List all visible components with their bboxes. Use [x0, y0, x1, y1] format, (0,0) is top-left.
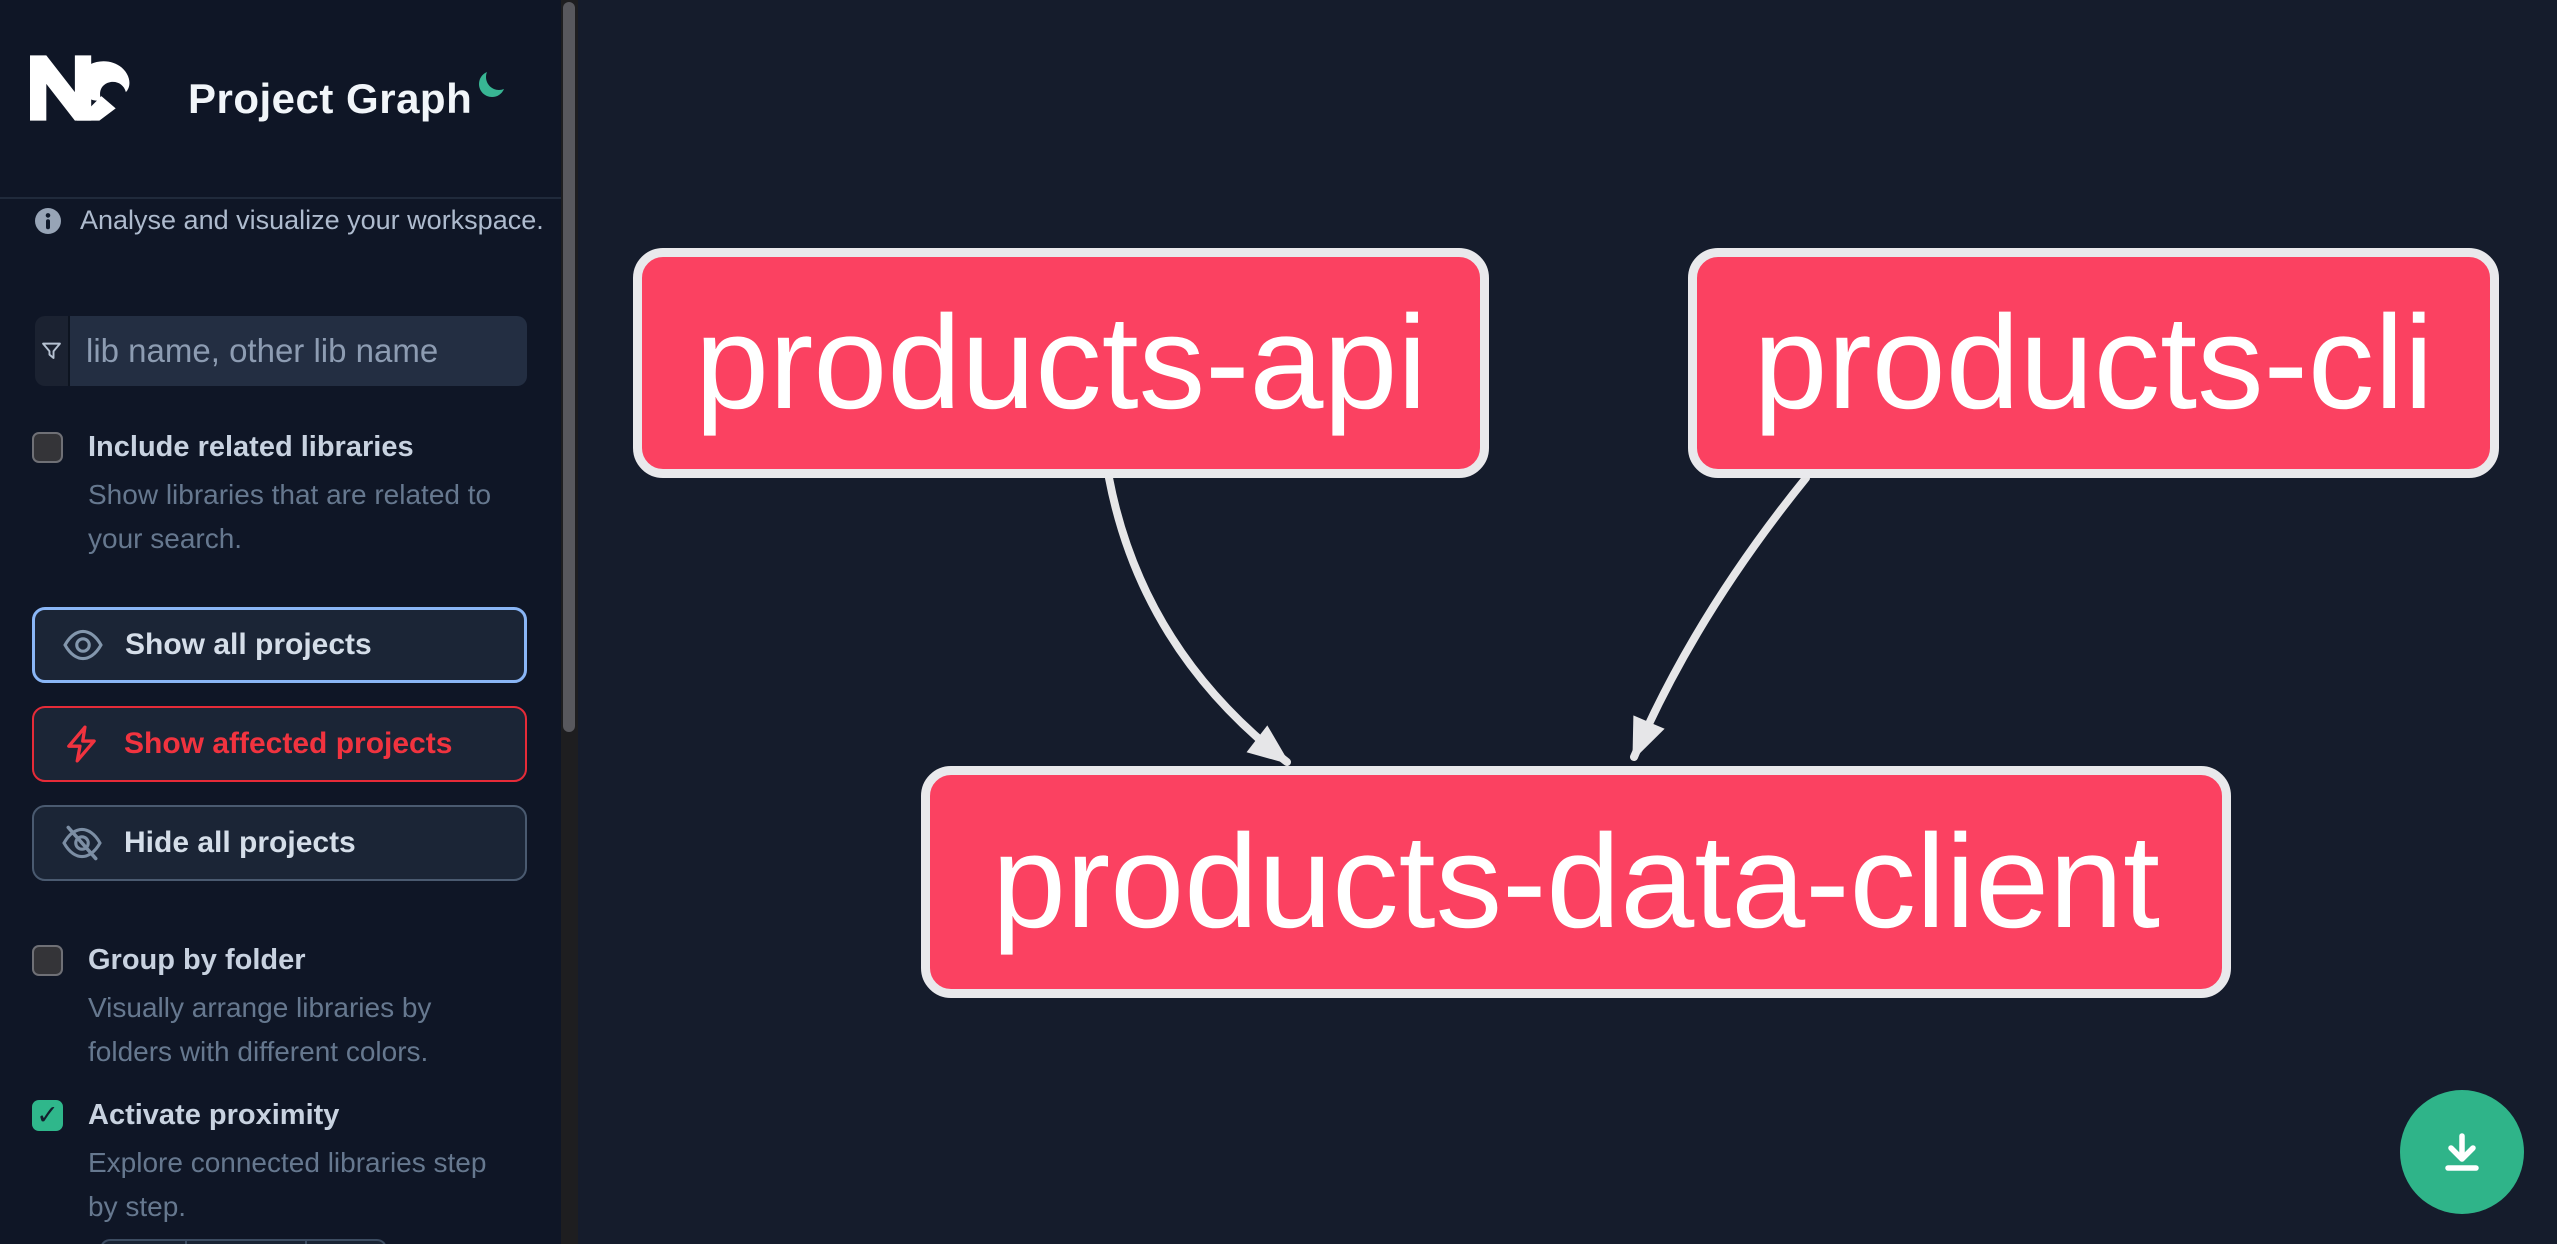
project-graph-canvas[interactable]: products-api products-cli products-data-…	[578, 0, 2557, 1244]
sidebar: Project Graph Analyse and visualize your…	[0, 0, 561, 1244]
toggle-include-related: Include related libraries Show libraries…	[32, 430, 491, 561]
workspace-info: Analyse and visualize your workspace.	[34, 205, 544, 236]
search-filter	[35, 316, 527, 386]
bolt-icon	[67, 725, 96, 763]
info-icon	[35, 207, 61, 234]
toggle-group-by-folder: Group by folder Visually arrange librari…	[32, 943, 431, 1074]
stepper-divider	[185, 1241, 187, 1244]
checkbox-desc: Visually arrange libraries by	[88, 992, 432, 1023]
sidebar-scrollbar-thumb[interactable]	[563, 2, 575, 732]
node-label: products-data-client	[991, 808, 2161, 956]
button-label: Hide all projects	[124, 826, 356, 859]
edge-api-to-data-client	[1105, 474, 1291, 766]
group-by-folder-checkbox[interactable]	[32, 945, 63, 976]
dependency-edges	[1105, 474, 1810, 766]
page-title: Project Graph	[188, 74, 473, 122]
nx-logo	[30, 55, 130, 121]
search-input[interactable]	[70, 316, 527, 386]
checkbox-desc: Show libraries that are related to	[88, 479, 492, 510]
checkbox-desc: your search.	[88, 523, 243, 554]
show-all-projects-button[interactable]: Show all projects	[32, 607, 527, 683]
node-label: products-cli	[1753, 289, 2434, 437]
filter-funnel-icon	[42, 342, 61, 359]
activate-proximity-checkbox[interactable]: ✓	[32, 1100, 63, 1131]
stepper-divider	[305, 1241, 307, 1244]
checkbox-label: Group by folder	[88, 944, 306, 976]
checkbox-label: Include related libraries	[88, 431, 414, 463]
eye-off-icon	[62, 825, 102, 861]
button-label: Show all projects	[125, 628, 372, 661]
checkbox-desc: folders with different colors.	[88, 1036, 429, 1067]
sidebar-header: Project Graph	[0, 0, 561, 199]
toggle-activate-proximity: ✓ Activate proximity Explore connected l…	[32, 1098, 486, 1229]
project-node-products-cli[interactable]: products-cli	[1688, 248, 2499, 478]
sidebar-scrollbar-track[interactable]	[561, 0, 578, 1244]
tagline-text: Analyse and visualize your workspace.	[80, 205, 544, 235]
checkbox-desc: Explore connected libraries step	[88, 1147, 487, 1178]
project-node-products-api[interactable]: products-api	[633, 248, 1489, 478]
node-label: products-api	[695, 289, 1427, 437]
checkbox-label: Activate proximity	[88, 1099, 340, 1131]
filter-icon-cell	[35, 316, 70, 386]
proximity-depth-stepper[interactable]	[100, 1239, 387, 1244]
show-affected-projects-button[interactable]: Show affected projects	[32, 706, 527, 782]
hide-all-projects-button[interactable]: Hide all projects	[32, 805, 527, 881]
button-label: Show affected projects	[124, 727, 453, 760]
checkbox-desc: by step.	[88, 1191, 187, 1222]
edge-cli-to-data-client	[1630, 474, 1810, 761]
download-image-button[interactable]	[2400, 1090, 2524, 1214]
eye-icon	[63, 629, 103, 661]
include-related-checkbox[interactable]	[32, 432, 63, 463]
project-node-products-data-client[interactable]: products-data-client	[921, 766, 2231, 998]
theme-toggle-moon-icon[interactable]	[475, 68, 507, 102]
download-icon	[2445, 1133, 2479, 1171]
